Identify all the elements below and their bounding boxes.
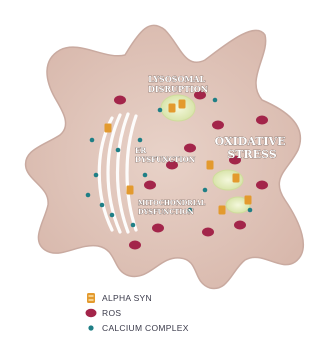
ros-icon	[80, 308, 102, 318]
calcium-particle	[158, 108, 163, 113]
legend-label: ALPHA SYN	[102, 293, 152, 303]
legend-item-calcium: CALCIUM COMPLEX	[80, 320, 280, 335]
legend-item-ros: ROS	[80, 305, 280, 320]
ros-particle	[144, 181, 156, 190]
calcium-particle	[100, 203, 105, 208]
alpha-syn-particle	[245, 196, 252, 205]
legend: ALPHA SYN ROS CALCIUM COMPLEX	[80, 290, 280, 335]
lysosome-vesicle	[161, 95, 195, 121]
calcium-complex-icon	[80, 324, 102, 332]
alpha-syn-particle	[169, 104, 176, 113]
calcium-particle	[131, 223, 136, 228]
calcium-particle	[248, 208, 253, 213]
label-lysosomal: LYSOSOMAL DISRUPTION	[148, 74, 208, 94]
legend-label: ROS	[102, 308, 121, 318]
ros-particle	[256, 116, 268, 125]
ros-particle	[114, 96, 126, 105]
ros-particle	[152, 224, 164, 233]
calcium-particle	[213, 98, 218, 103]
ros-particle	[256, 181, 268, 190]
calcium-particle	[203, 188, 208, 193]
legend-label: CALCIUM COMPLEX	[102, 323, 189, 333]
ros-particle	[202, 228, 214, 237]
calcium-particle	[86, 193, 91, 198]
alpha-syn-particle	[105, 124, 112, 133]
calcium-particle	[90, 138, 95, 143]
calcium-particle	[110, 213, 115, 218]
alpha-syn-particle	[233, 174, 240, 183]
calcium-particle	[143, 173, 148, 178]
alpha-syn-particle	[207, 161, 214, 170]
calcium-particle	[94, 173, 99, 178]
ros-particle	[184, 144, 196, 153]
alpha-syn-particle	[127, 186, 134, 195]
ros-particle	[234, 221, 246, 230]
legend-item-alpha-syn: ALPHA SYN	[80, 290, 280, 305]
calcium-particle	[116, 148, 121, 153]
alpha-syn-icon	[80, 292, 102, 304]
ros-particle	[129, 241, 141, 250]
calcium-particle	[138, 138, 143, 143]
alpha-syn-particle	[179, 100, 186, 109]
ros-particle	[212, 121, 224, 130]
alpha-syn-particle	[219, 206, 226, 215]
